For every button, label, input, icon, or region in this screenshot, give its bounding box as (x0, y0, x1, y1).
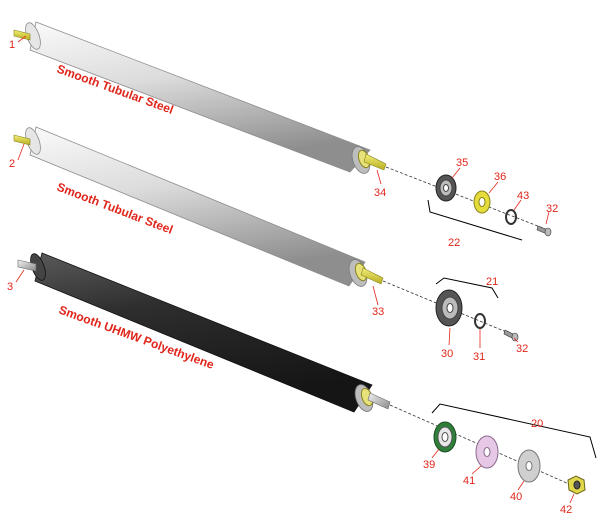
callout-2: 2 (9, 158, 15, 170)
roller-2-right-shaft (360, 267, 384, 285)
nut-42 (567, 475, 586, 495)
roller-2 (13, 126, 384, 287)
callout-41: 41 (463, 475, 475, 487)
roller-1 (13, 21, 387, 174)
bracket-20 (431, 403, 597, 459)
callout-34: 34 (374, 187, 386, 199)
seal-39 (433, 421, 457, 453)
callout-20: 20 (531, 418, 543, 430)
callout-42: 42 (560, 504, 572, 516)
callout-22: 22 (448, 237, 460, 249)
callout-32a: 32 (546, 203, 558, 215)
roller-3-body (34, 252, 373, 413)
callout-1: 1 (9, 39, 15, 51)
bearing-30 (435, 289, 463, 327)
roller-2-left-shaft (13, 134, 31, 146)
screw-32a (536, 225, 552, 237)
snap-ring-43 (505, 209, 517, 225)
callout-35: 35 (456, 157, 468, 169)
washer-40 (517, 449, 541, 483)
callout-30: 30 (441, 348, 453, 360)
callout-3: 3 (7, 281, 13, 293)
callout-39: 39 (423, 459, 435, 471)
bracket-22 (427, 199, 523, 241)
roller-3 (17, 252, 391, 413)
callout-21: 21 (486, 276, 498, 288)
axis-line-1 (385, 166, 549, 231)
bracket-21 (435, 277, 499, 299)
bearing-35 (435, 174, 457, 202)
snap-ring-31 (474, 313, 486, 329)
callout-36: 36 (494, 171, 506, 183)
callout-43: 43 (517, 190, 529, 202)
callout-33: 33 (372, 306, 384, 318)
roller-3-left-shaft (17, 259, 37, 272)
washer-36 (473, 190, 491, 214)
callout-40: 40 (510, 491, 522, 503)
callout-31: 31 (473, 351, 485, 363)
screw-32b (503, 329, 519, 342)
washer-41 (475, 435, 499, 469)
leader-lines (15, 35, 575, 504)
roller-1-right-shaft (363, 153, 387, 171)
roller-1-left-shaft (13, 29, 31, 41)
callout-32b: 32 (516, 343, 528, 355)
roller-3-right-shaft (367, 392, 391, 410)
